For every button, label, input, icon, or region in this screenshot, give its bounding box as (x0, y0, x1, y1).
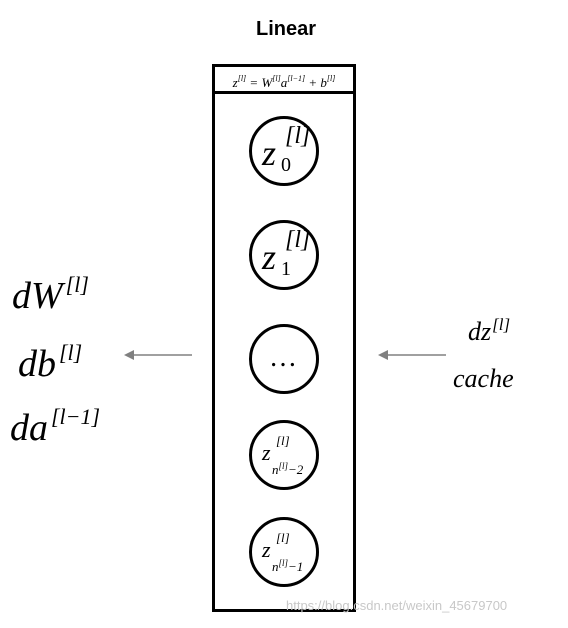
output-db: db[l] (18, 334, 82, 383)
left-arrowhead (124, 350, 134, 360)
neuron-z: z (262, 133, 277, 173)
formula-w-sup: [l] (272, 74, 281, 83)
input-dz-base: dz (468, 317, 492, 346)
output-dW-sup: [l] (65, 272, 89, 297)
neuron-subscript: 0 (281, 154, 291, 176)
formula-z: z (232, 75, 238, 90)
neuron-node-0: z [l] 0 (249, 116, 319, 186)
linear-formula: z[l] = W[l]a[l−1] + b[l] (215, 67, 353, 94)
neuron-superscript: [l] (276, 433, 290, 448)
neuron-subscript: 1 (281, 258, 291, 280)
subscript-n: n (272, 462, 279, 477)
ellipsis-node: … (249, 324, 319, 394)
right-arrow (378, 350, 446, 360)
output-da-base: da (10, 407, 48, 449)
neuron-superscript: [l] (285, 123, 311, 149)
neuron-superscript: [l] (285, 227, 311, 253)
subscript-sup: [l] (278, 461, 289, 471)
input-dz-sup: [l] (492, 315, 511, 334)
neuron-subscript: n[l]−2 (272, 460, 303, 476)
input-dz: dz[l] (468, 312, 510, 345)
subscript-n: n (272, 559, 279, 574)
formula-a: a (280, 75, 288, 90)
subscript-tail: −2 (288, 462, 304, 477)
neuron-node-n-minus-2: z [l] n[l]−2 (249, 420, 319, 490)
left-arrow (124, 350, 192, 360)
formula-b: b (320, 75, 327, 90)
formula-w: W (261, 75, 273, 90)
neuron-node-n-minus-1: z [l] n[l]−1 (249, 517, 319, 587)
formula-a-sup: [l−1] (287, 74, 306, 83)
output-dW-base: dW (12, 275, 63, 317)
input-cache: cache (453, 366, 514, 392)
watermark-text: https://blog.csdn.net/weixin_45679700 (286, 598, 508, 613)
neuron-z: z (262, 237, 277, 277)
subscript-tail: −1 (288, 559, 304, 574)
neuron-z: z (262, 440, 271, 465)
subscript-sup: [l] (278, 558, 289, 568)
neuron-z: z (262, 537, 271, 562)
formula-plus: + (305, 75, 321, 90)
output-db-sup: [l] (59, 340, 83, 365)
diagram-title: Linear (255, 18, 317, 40)
neuron-superscript: [l] (276, 530, 290, 545)
neuron-node-1: z [l] 1 (249, 220, 319, 290)
output-da-sup: [l−1] (51, 404, 101, 429)
output-da: da[l−1] (10, 398, 100, 447)
ellipsis-text: … (269, 342, 299, 373)
linear-layer-box: z[l] = W[l]a[l−1] + b[l] z [l] 0 z [l] 1… (212, 64, 356, 612)
output-dW: dW[l] (12, 266, 89, 315)
formula-equals: = (246, 75, 262, 90)
output-db-base: db (18, 343, 56, 385)
formula-b-sup: [l] (326, 74, 336, 83)
formula-z-sup: [l] (237, 74, 247, 83)
neuron-subscript: n[l]−1 (272, 557, 303, 573)
input-cache-text: cache (453, 364, 514, 393)
right-arrowhead (378, 350, 388, 360)
